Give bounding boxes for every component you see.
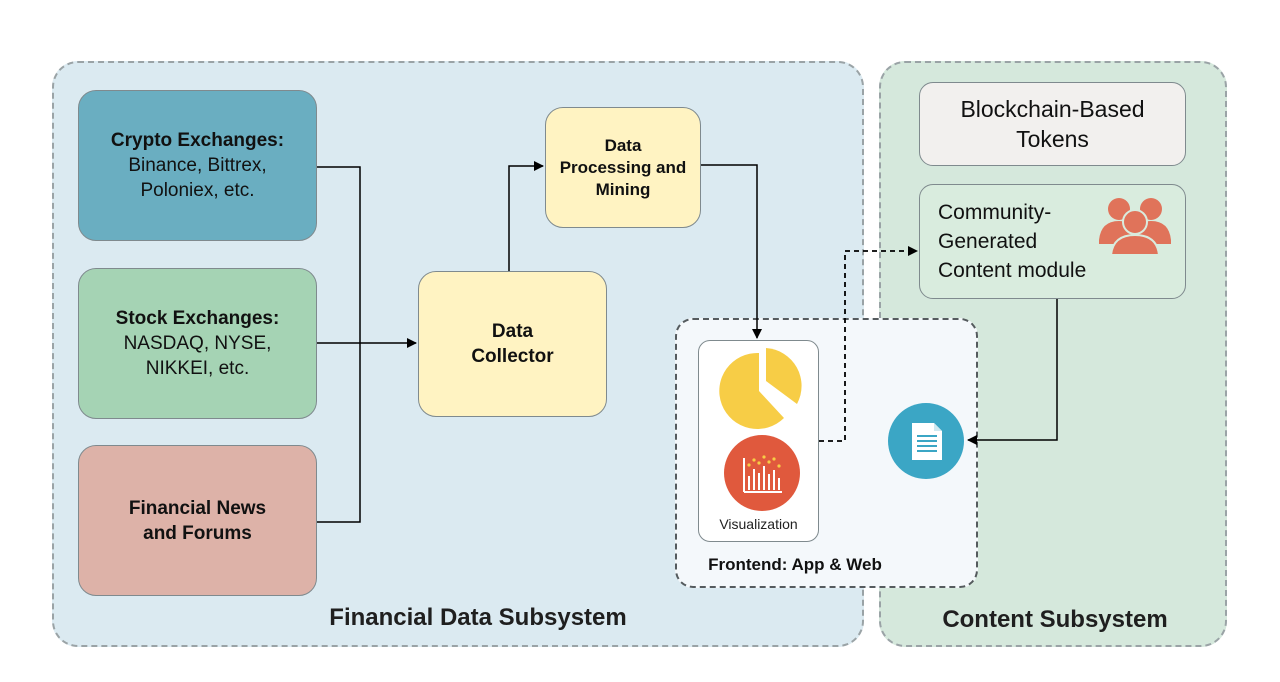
data-processing-line1: Data: [604, 135, 642, 155]
visualization-to-community-dashed-arrow: [819, 246, 918, 442]
stock-exchanges-line2: NIKKEI, etc.: [145, 358, 250, 379]
collector-to-processing-arrow: [508, 161, 544, 271]
financial-subsystem-title: Financial Data Subsystem: [329, 604, 627, 631]
people-group-icon: [1099, 198, 1171, 256]
stock-exchanges-line1: NASDAQ, NYSE,: [123, 333, 272, 354]
processing-to-visualization-arrow: [701, 164, 762, 339]
blockchain-tokens-line2: Tokens: [1016, 126, 1089, 152]
data-collector-box: Data Collector: [418, 271, 607, 417]
data-processing-box: Data Processing and Mining: [545, 107, 701, 228]
stock-exchanges-title: Stock Exchanges:: [115, 308, 280, 329]
pie-chart-icon: [719, 348, 802, 429]
stock-exchanges-box: Stock Exchanges: NASDAQ, NYSE, NIKKEI, e…: [78, 268, 317, 419]
bar-chart-icon: [724, 435, 800, 511]
crypto-exchanges-box: Crypto Exchanges: Binance, Bittrex, Polo…: [78, 90, 317, 241]
frontend-label: Frontend: App & Web: [708, 555, 882, 574]
data-processing-line3: Mining: [595, 179, 651, 199]
data-collector-line2: Collector: [471, 346, 554, 367]
blockchain-tokens-line1: Blockchain-Based: [960, 96, 1145, 122]
blockchain-tokens-box: Blockchain-Based Tokens: [919, 82, 1186, 166]
community-content-line1: Community-: [938, 201, 1052, 224]
data-collector-line1: Data: [491, 321, 534, 342]
visualization-label: Visualization: [719, 516, 798, 532]
sources-bus-connector: [317, 166, 361, 523]
community-to-document-arrow: [967, 299, 1058, 445]
data-processing-line2: Processing and: [559, 157, 687, 177]
financial-news-line2: and Forums: [143, 522, 252, 544]
crypto-exchanges-line1: Binance, Bittrex,: [128, 155, 267, 176]
content-subsystem-title: Content Subsystem: [942, 606, 1168, 633]
crypto-exchanges-line2: Poloniex, etc.: [140, 180, 255, 201]
community-content-line3: Content module: [938, 259, 1087, 282]
community-content-line2: Generated: [938, 230, 1038, 253]
document-icon: [888, 403, 964, 479]
financial-news-line1: Financial News: [128, 497, 267, 519]
financial-news-box: Financial News and Forums: [78, 445, 317, 596]
crypto-exchanges-title: Crypto Exchanges:: [110, 130, 285, 151]
